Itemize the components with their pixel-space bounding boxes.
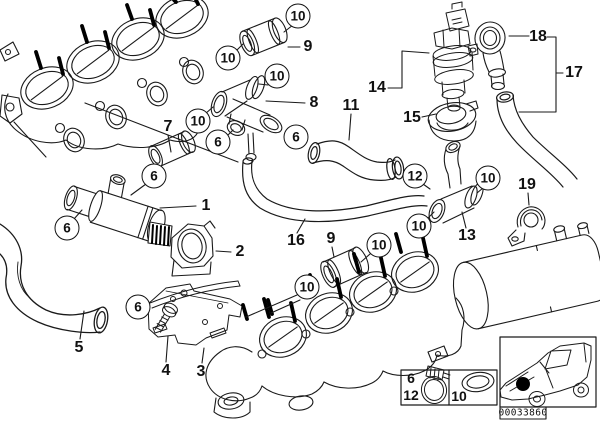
legend-label-10[interactable]: 10 xyxy=(451,388,467,404)
label-1[interactable]: 1 xyxy=(201,197,211,214)
part-code: 00033860 xyxy=(498,407,548,419)
callout-10-e[interactable]: 10 xyxy=(475,165,501,191)
label-18[interactable]: 18 xyxy=(529,28,547,45)
legend-label-12[interactable]: 12 xyxy=(403,387,419,403)
hose-5-drawing xyxy=(0,223,109,334)
hose-9-lower-drawing xyxy=(320,246,370,288)
bolt-4-drawing xyxy=(154,302,178,333)
hose-clamp-icon xyxy=(420,365,451,404)
label-11[interactable]: 11 xyxy=(342,97,360,114)
bracket-3-drawing xyxy=(147,280,243,346)
label-14[interactable]: 14 xyxy=(368,79,386,96)
callout-10-a[interactable]: 10 xyxy=(285,3,311,29)
holder-15-drawing xyxy=(427,100,479,142)
label-2[interactable]: 2 xyxy=(235,243,245,260)
label-13[interactable]: 13 xyxy=(458,227,476,244)
label-3[interactable]: 3 xyxy=(196,363,206,380)
car-icon xyxy=(499,342,592,407)
holder-2-drawing xyxy=(170,220,216,277)
callout-10-c[interactable]: 10 xyxy=(264,63,290,89)
tee-fitting-13-drawing xyxy=(428,140,484,224)
callout-6-d[interactable]: 6 xyxy=(54,215,80,241)
manifold-studs xyxy=(241,232,429,323)
label-7[interactable]: 7 xyxy=(163,118,173,135)
callout-6-b[interactable]: 6 xyxy=(283,124,309,150)
callout-6-e[interactable]: 6 xyxy=(125,294,151,320)
label-5[interactable]: 5 xyxy=(74,339,84,356)
label-9-lower[interactable]: 9 xyxy=(326,230,336,247)
callout-10-b[interactable]: 10 xyxy=(215,45,241,71)
label-8[interactable]: 8 xyxy=(309,94,319,111)
callout-10-g[interactable]: 10 xyxy=(366,232,392,258)
o-ring-icon xyxy=(461,371,495,393)
callout-6-c[interactable]: 6 xyxy=(141,163,167,189)
hose-16-drawing xyxy=(241,157,428,223)
label-4[interactable]: 4 xyxy=(161,362,171,379)
callout-10-d[interactable]: 10 xyxy=(185,108,211,134)
hose-17-drawing xyxy=(495,91,578,188)
hose-9-top-drawing xyxy=(239,17,288,57)
tank-drawing xyxy=(452,222,600,330)
legend-box xyxy=(400,369,498,406)
intake-manifold-drawing xyxy=(205,232,465,419)
label-15[interactable]: 15 xyxy=(403,109,421,126)
callout-12[interactable]: 12 xyxy=(402,163,428,189)
leader-lines xyxy=(73,24,564,364)
tee-fitting-8-drawing xyxy=(210,75,283,162)
label-9-top[interactable]: 9 xyxy=(303,38,313,55)
idle-valve-1-drawing xyxy=(63,174,173,247)
elbow-fitting-18-drawing xyxy=(474,21,506,91)
label-16[interactable]: 16 xyxy=(287,232,305,249)
callout-10-h[interactable]: 10 xyxy=(294,274,320,300)
hose-11-drawing xyxy=(307,140,405,181)
label-17[interactable]: 17 xyxy=(565,64,583,81)
car-box xyxy=(499,336,597,408)
vent-valve-14-drawing xyxy=(432,1,479,112)
clamp-19-drawing xyxy=(507,206,546,247)
callout-6-a[interactable]: 6 xyxy=(205,129,231,155)
callout-10-f[interactable]: 10 xyxy=(406,213,432,239)
legend-label-6[interactable]: 6 xyxy=(407,370,415,386)
label-19[interactable]: 19 xyxy=(518,176,536,193)
part-code-box xyxy=(499,406,547,420)
throttle-bodies-drawing xyxy=(0,0,239,163)
